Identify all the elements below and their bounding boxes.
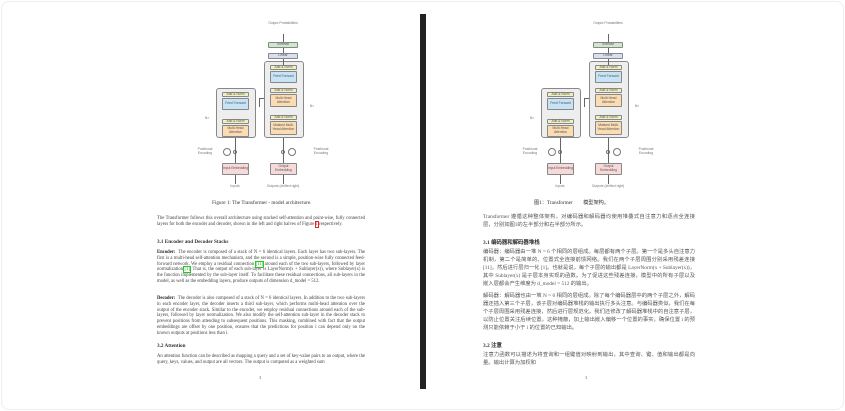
add-norm-block: Add & Norm [595,115,622,120]
connector-line [259,98,260,107]
connector-line [283,138,284,163]
section-heading-3-2: 3.2 Attention [157,343,186,349]
feed-forward-block: Feed Forward [547,98,574,110]
connector-line [283,48,284,53]
connector-line [584,98,589,99]
connector-line [608,175,609,184]
connector-line [608,59,609,65]
feed-forward-block: Feed Forward [270,71,297,83]
add-norm-block: Add & Norm [595,88,622,93]
figure-caption: 图1：Transformer 模型架构。 [534,200,610,206]
connector-line [235,175,236,184]
masked-multi-head-attention-block: Masked Multi-Head Attention [595,121,622,135]
feed-forward-block: Feed Forward [222,98,249,110]
sine-wave-icon [613,148,621,156]
encoder-paragraph: Encoder: The encoder is composed of a st… [157,250,365,284]
section-heading-3-2: 3.2 注意 [483,343,502,349]
page-number: 3 [585,375,588,380]
intro-paragraph: Transformer 遵循这种整体架构，对编码器和解码器均使用堆叠式自注意力和… [483,214,695,228]
citation-link[interactable]: [11] [254,260,265,268]
input-embedding-block: Input Embedding [222,163,249,175]
add-norm-block: Add & Norm [222,119,249,124]
masked-multi-head-attention-block: Masked Multi-Head Attention [270,121,297,135]
connector-line [235,138,236,163]
add-norm-block: Add & Norm [595,65,622,70]
nx-label: N× [634,104,640,108]
connector-line [608,34,609,42]
input-embedding-block: Input Embedding [547,163,574,175]
attention-paragraph: 注意力函数可以描述为将查询和一组键值对映射到输出，其中查询、键、值和输出都是向量… [483,352,695,366]
connector-line [283,175,284,184]
output-embedding-block: Output Embedding [595,163,622,175]
nx-label: N× [204,116,210,120]
connector-line [584,98,585,107]
add-norm-block: Add & Norm [270,115,297,120]
add-norm-block: Add & Norm [270,88,297,93]
add-norm-block: Add & Norm [270,65,297,70]
connector-line [560,175,561,184]
intro-paragraph: The Transformer follows this overall arc… [157,216,365,228]
sine-wave-icon [288,148,296,156]
decoder-paragraph: 解码器：解码器也由一堆 N = 6 相同的层组成。除了每个编码器层中的两个子层之… [483,293,695,331]
positional-encoding-label: Positional Encoding [313,147,329,155]
connector-line [608,138,609,163]
connector-line [608,48,609,53]
output-embedding-block: Output Embedding [270,163,297,175]
add-norm-block: Add & Norm [222,92,249,97]
output-probabilities-label: Output Probabilities [593,21,623,25]
inputs-label: Inputs [230,184,240,188]
multi-head-attention-block: Multi-Head Attention [595,94,622,107]
multi-head-attention-block: Multi-Head Attention [547,125,574,137]
output-probabilities-label: Output Probabilities [268,21,298,25]
feed-forward-block: Feed Forward [595,71,622,83]
attention-paragraph: An attention function can be described a… [157,354,365,365]
page-number: 3 [259,375,262,380]
linear-block: Linear [268,53,298,59]
sine-wave-icon [548,148,556,156]
outputs-label: Outputs (shifted right) [266,184,300,188]
positional-encoding-label: Positional Encoding [638,147,654,155]
page-divider[interactable] [420,14,426,389]
figure-ref-link[interactable]: 1 [314,220,320,228]
figure-caption: Figure 1: The Transformer - model archit… [212,200,312,206]
positional-encoding-label: Positional Encoding [522,147,538,155]
multi-head-attention-block: Multi-Head Attention [222,125,249,137]
connector-line [283,59,284,65]
inputs-label: Inputs [555,184,565,188]
nx-label: N× [529,116,535,120]
connector-line [283,34,284,42]
softmax-block: Softmax [593,42,623,48]
citation-link[interactable]: [1] [183,266,192,274]
softmax-block: Softmax [268,42,298,48]
section-heading-3-1: 3.1 编码器和解码器堆栈 [483,240,540,246]
add-norm-block: Add & Norm [547,119,574,124]
linear-block: Linear [593,53,623,59]
outputs-label: Outputs (shifted right) [591,184,625,188]
connector-line [259,98,264,99]
sine-wave-icon [223,148,231,156]
encoder-paragraph: 编码器：编码器由一堆 N = 6 个相同的层组成。每层都有两个子层。第一个是多头… [483,249,695,287]
add-norm-block: Add & Norm [547,92,574,97]
decoder-paragraph: Decoder: The decoder is also composed of… [157,296,366,336]
section-heading-3-1: 3.1 Encoder and Decoder Stacks [157,239,229,245]
nx-label: N× [309,104,315,108]
positional-encoding-label: Positional Encoding [197,147,213,155]
connector-line [560,138,561,163]
multi-head-attention-block: Multi-Head Attention [270,94,297,107]
